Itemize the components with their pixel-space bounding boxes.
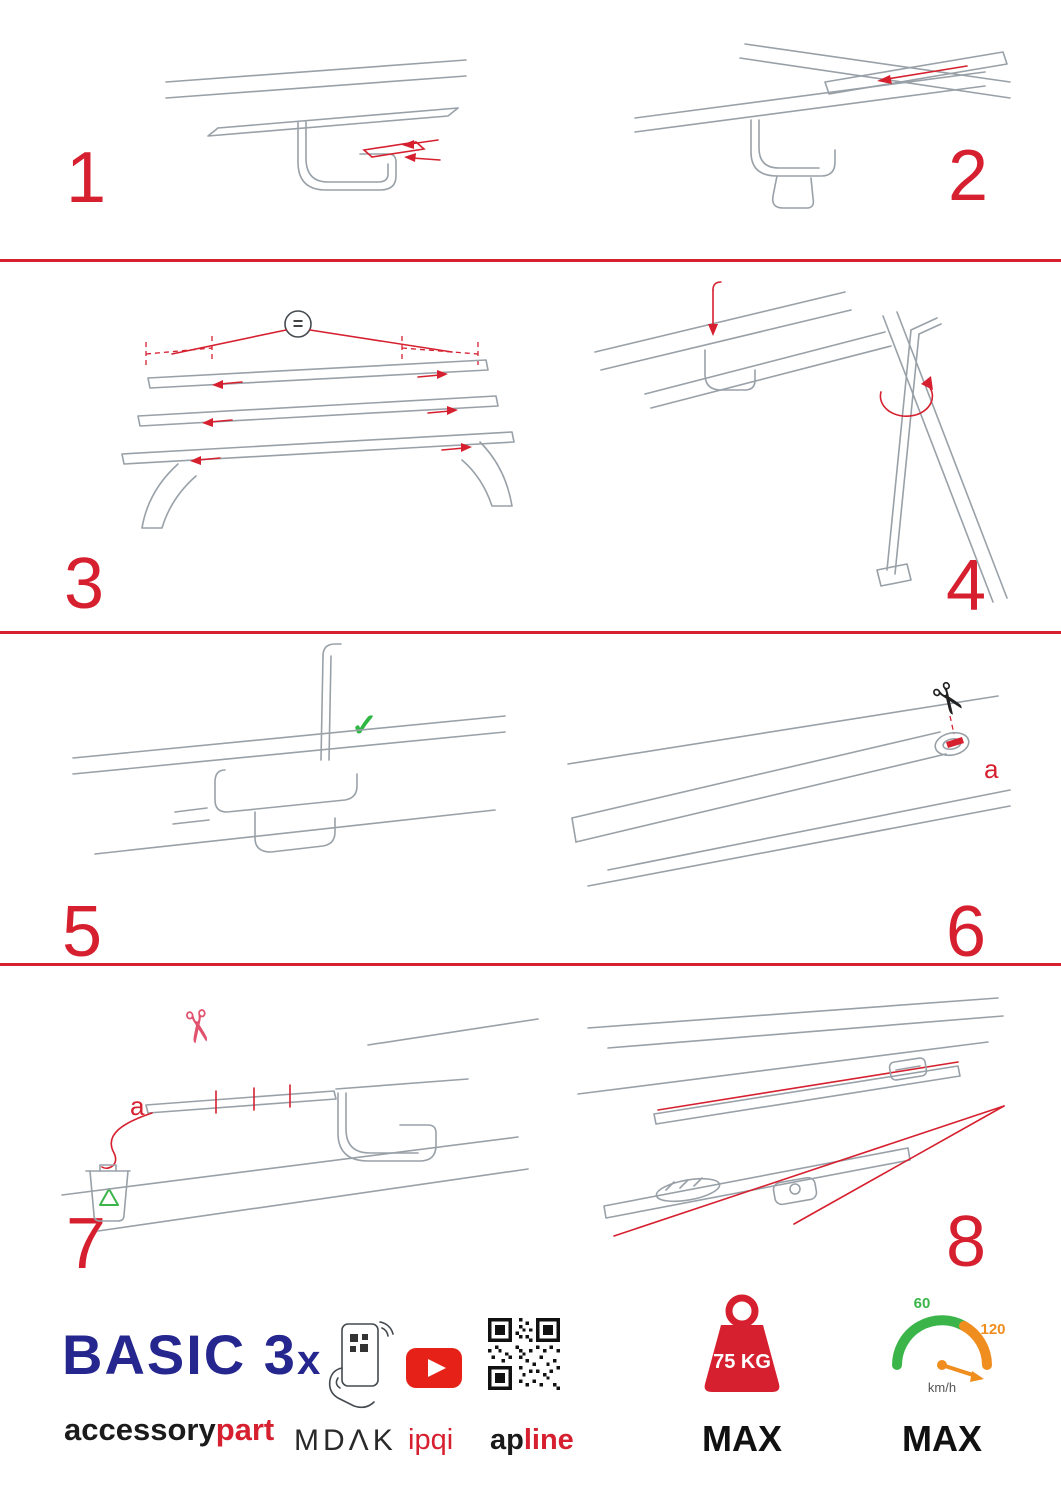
apline-right: line — [523, 1424, 574, 1456]
cut-part-label: a — [130, 1091, 145, 1121]
brand-left: accessory — [64, 1412, 216, 1447]
speed-low-label: 60 — [914, 1295, 931, 1312]
step-5-number: 5 — [62, 892, 103, 972]
weight-max-label: MAX — [702, 1418, 782, 1459]
product-name: BASIC 3 — [62, 1323, 297, 1386]
product-quantity: x — [296, 1336, 323, 1383]
cut-part-label: a — [984, 754, 999, 784]
step-7-number: 7 — [66, 1204, 107, 1284]
scissors-icon: ✂ — [918, 672, 977, 728]
apline-logo: apline — [490, 1424, 574, 1457]
product-logo: BASIC 3x — [62, 1322, 322, 1387]
mdak-logo: MDΛK — [294, 1424, 397, 1457]
equal-spacing-label: = — [293, 314, 304, 334]
scissors-icon: ✂ — [169, 1005, 224, 1050]
step-8-illustration — [577, 997, 1005, 1237]
step-5-illustration: ✓ — [72, 643, 506, 855]
section-divider — [0, 963, 1061, 966]
weight-value: 75 KG — [713, 1351, 771, 1373]
apline-left: ap — [490, 1424, 524, 1456]
speed-high-label: 120 — [980, 1321, 1005, 1338]
step-1-number: 1 — [66, 138, 107, 218]
brand-logo: accessorypart — [64, 1412, 274, 1448]
ipqi-logo: ipqi — [408, 1424, 454, 1456]
qr-code-icon — [488, 1318, 560, 1390]
step-8-number: 8 — [946, 1202, 987, 1282]
youtube-icon — [406, 1348, 462, 1388]
step-3-number: 3 — [64, 544, 105, 624]
step-4-illustration — [594, 281, 1008, 603]
step-6-number: 6 — [946, 892, 987, 972]
check-icon: ✓ — [351, 707, 378, 743]
max-weight-icon: 75 KG — [704, 1294, 780, 1392]
step-7-illustration: ✂ a — [61, 1005, 539, 1232]
section-divider — [0, 631, 1061, 634]
step-6-illustration: ✂ a — [567, 672, 1011, 887]
step-3-illustration: = — [121, 310, 515, 529]
speedometer-icon: 60 120 km/h — [892, 1295, 1006, 1395]
step-2-number: 2 — [948, 136, 989, 216]
speed-max-label: MAX — [902, 1418, 982, 1459]
section-divider — [0, 259, 1061, 262]
step-2-illustration — [634, 43, 1011, 209]
recycle-icon — [99, 1188, 119, 1206]
step-4-number: 4 — [946, 546, 987, 626]
speed-unit-label: km/h — [928, 1380, 956, 1395]
step-1-illustration — [165, 59, 467, 191]
phone-scan-icon — [328, 1321, 394, 1409]
brand-right: part — [215, 1412, 275, 1447]
